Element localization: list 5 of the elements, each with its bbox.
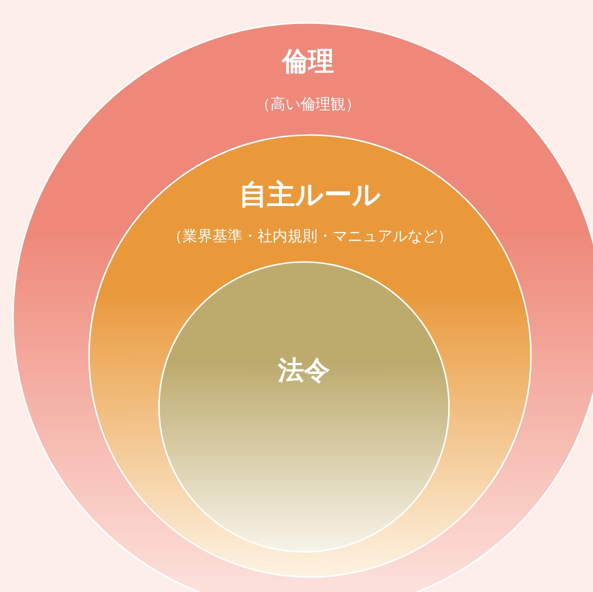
- region-title: 法令: [278, 355, 330, 388]
- region-subtitle: （高い倫理観）: [256, 95, 360, 114]
- region-title: 倫理: [282, 46, 334, 79]
- region-title: 自主ルール: [239, 177, 381, 213]
- region-subtitle: （業界基準・社内規則・マニュアルなど）: [168, 227, 452, 246]
